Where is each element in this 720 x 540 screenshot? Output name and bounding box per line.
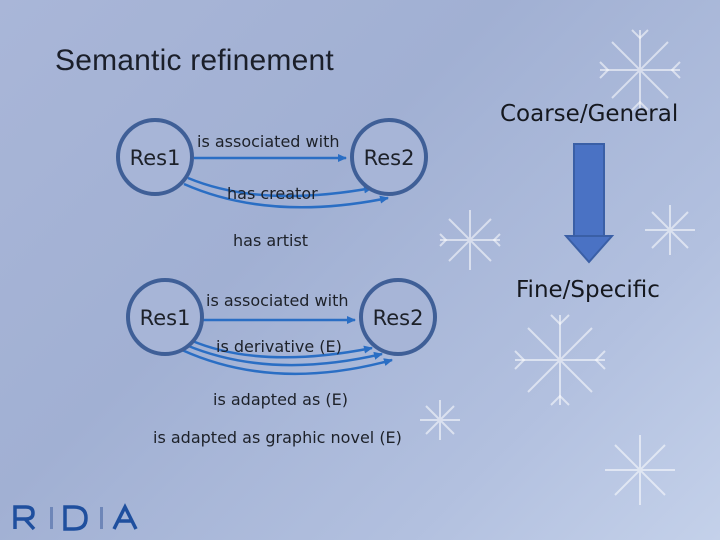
edge-is-adapted-as-graphic-novel bbox=[181, 348, 393, 376]
relation-label: has creator bbox=[227, 184, 318, 203]
refinement-arrow-icon bbox=[563, 143, 615, 264]
page-title: Semantic refinement bbox=[55, 44, 334, 77]
snowflake-decoration bbox=[645, 205, 695, 255]
snowflake-decoration bbox=[514, 314, 606, 406]
node-res1-bottom bbox=[126, 278, 204, 356]
node-label-res2-top: Res2 bbox=[364, 146, 415, 170]
edge-has-creator bbox=[187, 176, 373, 198]
node-res1-top bbox=[116, 118, 194, 196]
node-label-res1-bottom: Res1 bbox=[140, 306, 191, 330]
relation-label: is adapted as graphic novel (E) bbox=[153, 428, 402, 447]
node-label-res1-top: Res1 bbox=[130, 146, 181, 170]
node-res2-bottom bbox=[359, 278, 437, 356]
relation-label: is associated with bbox=[206, 291, 348, 310]
snowflake-decoration bbox=[599, 29, 681, 111]
coarse-general-label: Coarse/General bbox=[500, 101, 678, 127]
node-label-res2-bottom: Res2 bbox=[373, 306, 424, 330]
rda-logo-icon bbox=[13, 503, 138, 531]
relation-label: is derivative (E) bbox=[216, 337, 342, 356]
relation-label: is adapted as (E) bbox=[213, 390, 348, 409]
relation-label: has artist bbox=[233, 231, 308, 250]
node-res2-top bbox=[350, 118, 428, 196]
diagram-bottom: Res1 Res2 is associated with is derivati… bbox=[126, 278, 437, 447]
relation-label: is associated with bbox=[197, 132, 339, 151]
edge-has-artist bbox=[183, 182, 389, 209]
snowflake-decoration bbox=[420, 400, 460, 440]
edge-is-adapted-as bbox=[185, 343, 383, 367]
fine-specific-label: Fine/Specific bbox=[516, 277, 660, 303]
snowflake-decoration bbox=[439, 210, 501, 270]
diagram-top: Res1 Res2 is associated with has creator… bbox=[116, 118, 428, 250]
edge-is-derivative bbox=[189, 338, 373, 359]
snowflake-decoration bbox=[605, 435, 675, 505]
